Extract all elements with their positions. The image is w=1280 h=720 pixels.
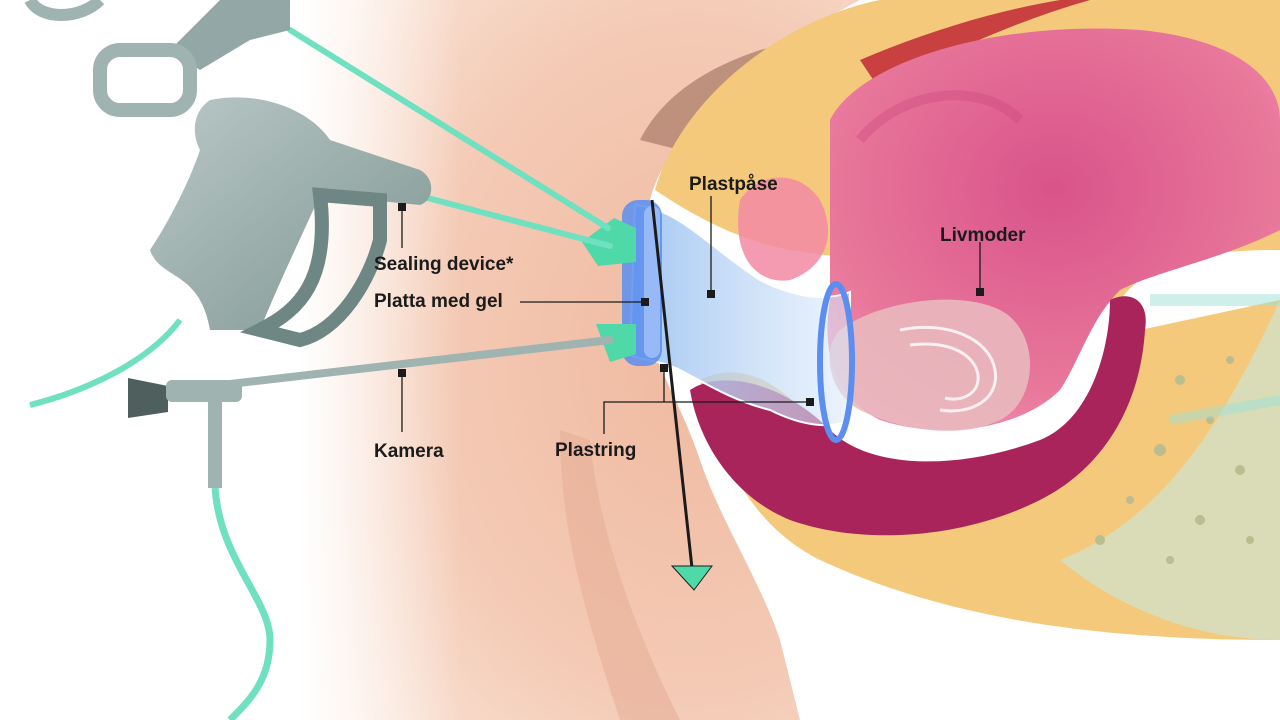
upper-port: [582, 218, 636, 266]
camera-instrument: [128, 378, 274, 720]
label-plastring: Plastring: [555, 440, 637, 461]
inner-uterus: [829, 299, 1030, 431]
label-kamera: Kamera: [374, 441, 444, 462]
grasper-instrument: [24, 0, 290, 117]
bladder: [738, 177, 829, 281]
plastic-bag: [628, 203, 851, 427]
sealing-device-instrument: [29, 97, 432, 408]
label-livmoder: Livmoder: [940, 225, 1026, 246]
label-sealing-device: Sealing device*: [374, 254, 514, 275]
label-plastpase: Plastpåse: [689, 174, 778, 195]
instrument-shafts: [226, 27, 614, 388]
body-silhouette: [300, 0, 860, 720]
rectum: [690, 296, 1146, 536]
inner-plastic-ring: [817, 281, 855, 443]
leader-dots: [398, 203, 984, 406]
label-platta-med-gel: Platta med gel: [374, 291, 503, 312]
axis-arrow: [650, 199, 713, 591]
sacrum: [1060, 294, 1280, 640]
lower-port: [596, 324, 636, 362]
leader-lines: [401, 196, 981, 434]
